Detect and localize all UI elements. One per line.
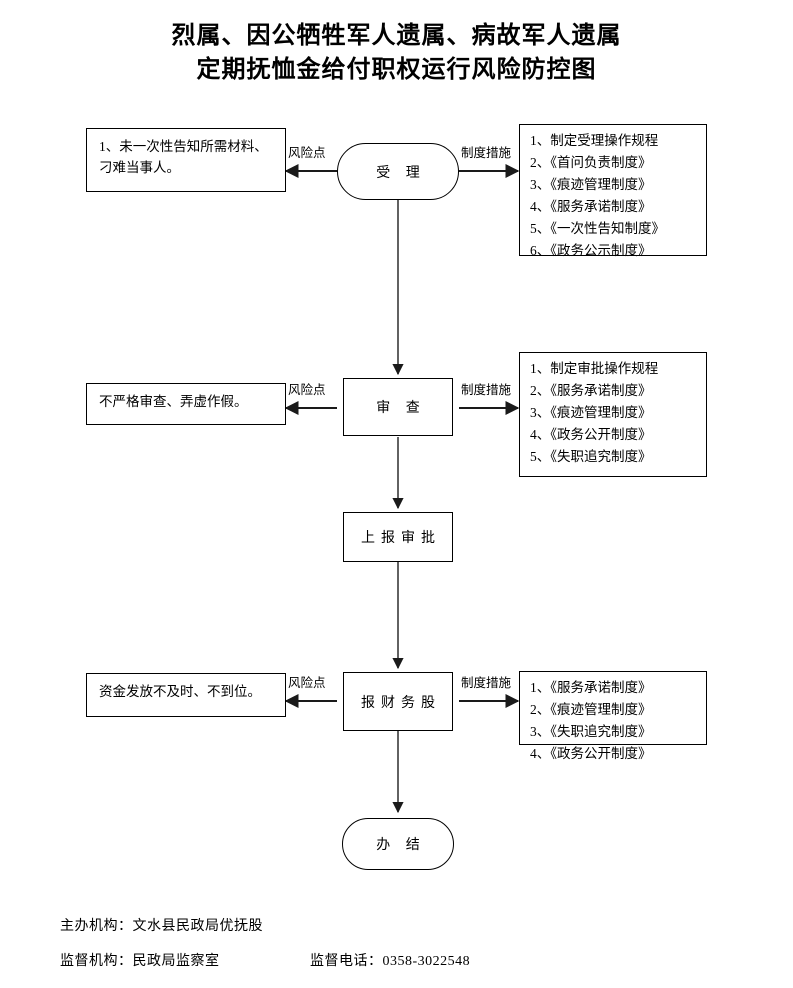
measure-item: 1、制定受理操作规程 [530,133,659,148]
node-review[interactable]: 审 查 [343,378,453,436]
label-risk-point-review: 风险点 [288,382,326,397]
measure-item: 1、制定审批操作规程 [530,361,659,376]
label-risk-point-finance: 风险点 [288,675,326,690]
node-review-label: 审 查 [376,401,426,416]
risk-box-review: 不严格审查、弄虚作假。 [86,383,286,425]
label-measures-finance: 制度措施 [461,675,512,690]
measure-item: 2、《首问负责制度》 [530,155,652,170]
measure-item: 1、《服务承诺制度》 [530,680,652,695]
measure-item: 6、《政务公示制度》 [530,243,652,258]
title-line-2: 定期抚恤金给付职权运行风险防控图 [196,55,597,83]
node-finance-label: 报财务股 [361,695,441,711]
measure-item: 5、《一次性告知制度》 [530,221,665,236]
node-report-label: 上报审批 [361,531,441,546]
measure-item: 4、《服务承诺制度》 [530,199,652,214]
measure-item: 3、《失职追究制度》 [530,724,652,739]
label-risk-point-accept: 风险点 [288,145,326,160]
risk-box-finance: 资金发放不及时、不到位。 [86,673,286,717]
label-measures-review: 制度措施 [461,382,512,397]
measure-item: 3、《痕迹管理制度》 [530,177,652,192]
node-finance[interactable]: 报财务股 [343,672,453,731]
risk-line: 刁难当事人。 [99,160,180,175]
risk-box-accept: 1、未一次性告知所需材料、 刁难当事人。 [86,128,286,192]
footer-organizer: 主办机构：文水县民政局优抚股 [60,919,263,934]
risk-line: 1、未一次性告知所需材料、 [99,139,268,154]
label-measures-accept: 制度措施 [461,145,512,160]
node-done-label: 办 结 [376,838,426,853]
measure-item: 5、《失职追究制度》 [530,449,652,464]
measure-item: 2、《痕迹管理制度》 [530,702,652,717]
measure-item: 2、《服务承诺制度》 [530,383,652,398]
title-line-1: 烈属、因公牺牲军人遗属、病故军人遗属 [171,21,622,49]
measure-box-review: 1、制定审批操作规程 2、《服务承诺制度》 3、《痕迹管理制度》 4、《政务公开… [519,352,707,477]
measure-item: 3、《痕迹管理制度》 [530,405,652,420]
node-accept-label: 受 理 [376,165,426,181]
footer-supervisor-phone: 监督电话：0358-3022548 [310,954,471,969]
measure-box-finance: 1、《服务承诺制度》 2、《痕迹管理制度》 3、《失职追究制度》 4、《政务公开… [519,671,707,761]
page-title: 烈属、因公牺牲军人遗属、病故军人遗属 定期抚恤金给付职权运行风险防控图 [0,18,793,86]
measure-item: 4、《政务公开制度》 [530,746,652,761]
node-accept[interactable]: 受 理 [337,143,459,200]
risk-line: 不严格审查、弄虚作假。 [99,394,248,409]
node-report[interactable]: 上报审批 [343,512,453,562]
node-done[interactable]: 办 结 [342,818,454,870]
measure-box-accept: 1、制定受理操作规程 2、《首问负责制度》 3、《痕迹管理制度》 4、《服务承诺… [519,124,707,258]
measure-item: 4、《政务公开制度》 [530,427,652,442]
risk-line: 资金发放不及时、不到位。 [99,684,261,699]
footer-supervisor: 监督机构：民政局监察室 [60,954,220,969]
